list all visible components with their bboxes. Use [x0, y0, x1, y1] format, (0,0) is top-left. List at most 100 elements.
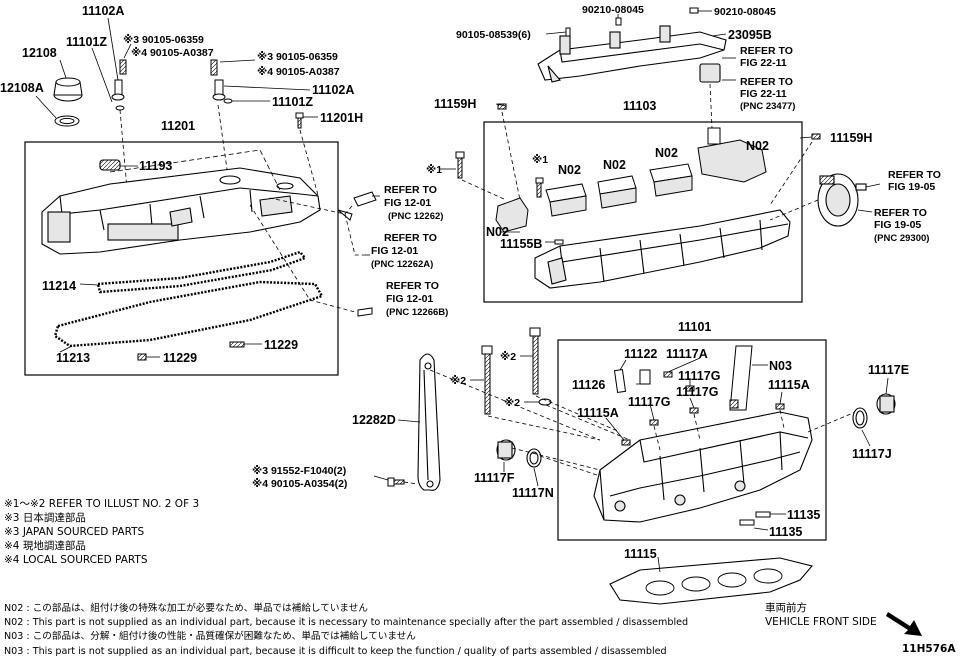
label-11201: 11201: [161, 119, 195, 133]
label-kome2-a: ※2: [500, 351, 516, 363]
label-11229-b: 11229: [264, 338, 298, 352]
footnote-n02-en: N02 : This part is not supplied as an in…: [4, 617, 689, 628]
sensor-part-top: [111, 59, 127, 111]
label-11135-a: 11135: [787, 508, 820, 522]
label-bolt-b4: ※4 90105-A0387: [257, 66, 340, 78]
fuel-rail-part: [537, 25, 727, 83]
ref7-line1: REFER TO: [874, 207, 927, 219]
frame-cylinder-head: [557, 339, 827, 541]
label-11159H-right: 11159H: [830, 131, 872, 145]
vehicle-front-arrow-icon: [886, 612, 922, 636]
label-12282D: 12282D: [352, 413, 396, 427]
label-11102A-mid: 11102A: [312, 83, 354, 97]
label-11155B: 11155B: [500, 237, 542, 251]
label-11117G-b: 11117G: [676, 385, 718, 399]
ref4-line1: REFER TO: [740, 45, 793, 57]
ref7-line2: FIG 19-05: [874, 219, 921, 231]
ref5-pnc: (PNC 23477): [740, 101, 795, 112]
label-n02-c: N02: [655, 146, 678, 160]
label-11135-b: 11135: [769, 525, 802, 539]
ref3-pnc: (PNC 12266B): [386, 307, 448, 318]
head-gasket-bores: [645, 568, 783, 596]
label-11117G-c: 11117G: [628, 395, 670, 409]
label-12108: 12108: [22, 46, 57, 60]
label-11101Z-mid: 11101Z: [272, 95, 313, 109]
ref5-line1: REFER TO: [740, 76, 793, 88]
guide-bolt-part: [387, 477, 405, 487]
footnote-n03-jp: N03 : この部品は、分解・組付け後の性能・品質確保が困難なため、単品では補給…: [4, 631, 416, 642]
bolt-90210-parts: [565, 7, 699, 37]
label-11213: 11213: [56, 351, 90, 365]
ref5-line2: FIG 22-11: [740, 88, 787, 100]
vehicle-front-jp: 車両前方: [765, 602, 807, 614]
figure-id: 11H576A: [902, 643, 956, 655]
ref2-line2: FIG 12-01: [371, 245, 418, 257]
label-11101Z-top: 11101Z: [66, 35, 107, 49]
ref2-pnc: (PNC 12262A): [371, 259, 433, 270]
label-n02-d: N02: [746, 139, 769, 153]
ref1-line2: FIG 12-01: [384, 197, 431, 209]
label-kome1-a: ※1: [426, 164, 442, 176]
note-local-en: ※4 LOCAL SOURCED PARTS: [4, 554, 148, 566]
frame-cylinder-head-cover: [24, 141, 339, 376]
label-11115: 11115: [624, 547, 657, 561]
label-kome1-b: ※1: [532, 154, 548, 166]
label-n02-e: N02: [486, 225, 509, 239]
ref3-line1: REFER TO: [386, 280, 439, 292]
cylinder-head-part: [593, 411, 813, 523]
ref6-line2: FIG 19-05: [888, 181, 935, 193]
label-11117J: 11117J: [852, 447, 892, 461]
chain-guide-part: [417, 353, 441, 491]
label-kome2-b: ※2: [450, 375, 466, 387]
label-bolt-b1: ※3 90105-06359: [123, 34, 204, 46]
label-11122: 11122: [624, 347, 657, 361]
note-japan-en: ※3 JAPAN SOURCED PARTS: [4, 526, 145, 538]
label-11193: 11193: [139, 159, 172, 173]
note-local-jp: ※4 現地調達部品: [4, 540, 86, 552]
label-90210-a: 90210-08045: [582, 4, 644, 16]
gasket-11213-part: [53, 280, 324, 348]
label-11115A-a: 11115A: [768, 378, 810, 392]
label-11101: 11101: [678, 320, 711, 334]
label-11126: 11126: [572, 378, 605, 392]
label-bolt-90105-a0354: ※4 90105-A0354(2): [252, 478, 347, 490]
head-small-parts: [613, 345, 785, 526]
label-11117A: 11117A: [666, 347, 708, 361]
label-12108A: 12108A: [0, 81, 44, 95]
camshaft-cap-parts: [495, 127, 767, 233]
cylinder-head-cover-part: [41, 159, 321, 255]
ref1-pnc: (PNC 12262): [388, 211, 443, 222]
head-gasket-part: [609, 557, 813, 605]
note-japan-jp: ※3 日本調達部品: [4, 512, 86, 524]
label-11159H-left: 11159H: [434, 97, 476, 111]
oil-filler-cap-part: [53, 77, 83, 127]
label-n02-b: N02: [603, 158, 626, 172]
label-90210-b: 90210-08045: [714, 6, 776, 18]
label-11115A-b: 11115A: [577, 406, 619, 420]
ref1-line1: REFER TO: [384, 184, 437, 196]
note-refer-illust: ※1～※2 REFER TO ILLUST NO. 2 OF 3: [4, 498, 200, 510]
sensor-part-mid: [210, 59, 233, 104]
ref3-line2: FIG 12-01: [386, 293, 433, 305]
camshaft-housing-part: [534, 209, 791, 289]
label-11117N: 11117N: [512, 486, 554, 500]
label-11117G-a: 11117G: [678, 369, 720, 383]
ref7-pnc: (PNC 29300): [874, 233, 929, 244]
label-n02-a: N02: [558, 163, 581, 177]
ref2-line1: REFER TO: [384, 232, 437, 244]
frame-camshaft-housing: [483, 121, 803, 303]
label-11117F: 11117F: [474, 471, 515, 485]
label-11201H: 11201H: [320, 111, 363, 125]
bolt-11201h-part: [295, 112, 304, 129]
footnote-n03-en: N03 : This part is not supplied as an in…: [4, 646, 667, 657]
label-n03: N03: [769, 359, 792, 373]
oil-seal-parts: [852, 393, 896, 429]
label-23095B: 23095B: [728, 28, 772, 42]
label-11229-a: 11229: [163, 351, 197, 365]
head-bolt-parts: [481, 327, 552, 415]
label-bolt-91552: ※3 91552-F1040(2): [252, 465, 346, 477]
plug-seal-parts: [496, 439, 542, 468]
label-11214: 11214: [42, 279, 76, 293]
label-bolt-b3: ※3 90105-06359: [257, 51, 338, 63]
